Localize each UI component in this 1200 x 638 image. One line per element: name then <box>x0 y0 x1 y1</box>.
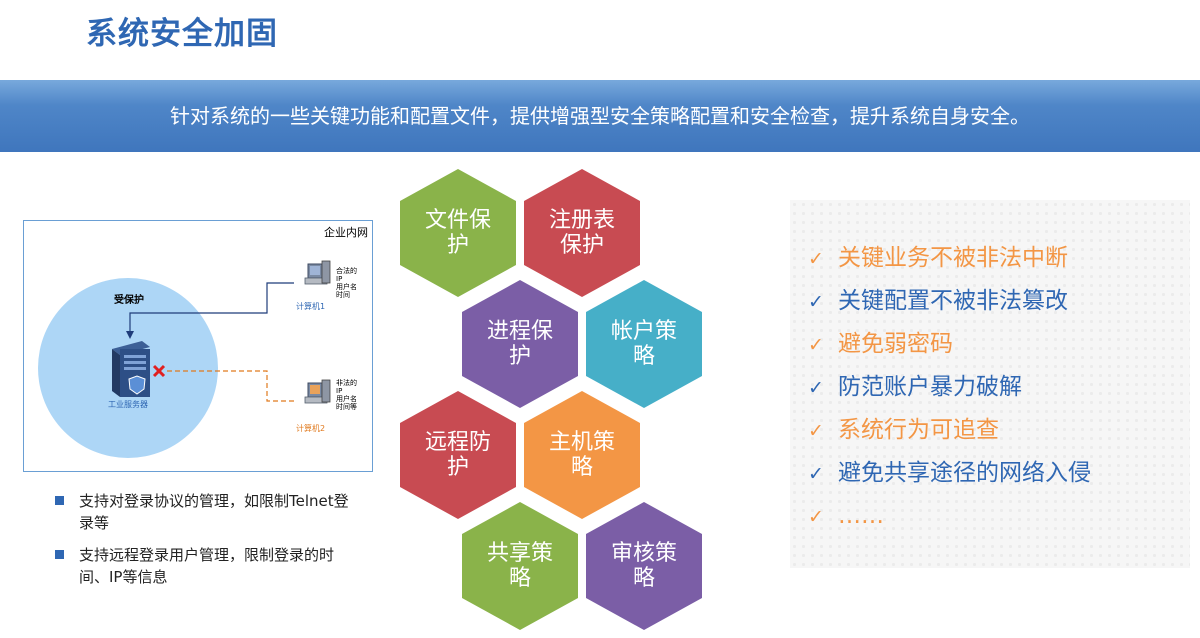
bullet-square-icon <box>55 496 64 505</box>
benefit-text: 避免弱密码 <box>838 331 953 357</box>
benefit-text: 关键配置不被非法篡改 <box>838 288 1068 314</box>
check-icon: ✓ <box>808 248 824 270</box>
benefit-item: ✓ 避免弱密码 <box>808 329 1091 372</box>
bullet-square-icon <box>55 550 64 559</box>
blocked-icon <box>152 364 166 378</box>
computer-2-icon <box>304 379 331 404</box>
pc2-label: 计算机2 <box>296 424 326 433</box>
check-icon: ✓ <box>808 334 824 356</box>
check-icon: ✓ <box>808 377 824 399</box>
hex-audit-policy: 审核策略 <box>586 502 702 630</box>
benefit-text: …… <box>838 503 884 529</box>
feature-bullets: 支持对登录协议的管理，如限制Telnet登录等 支持远程登录用户管理，限制登录的… <box>55 490 355 598</box>
world-map-background <box>790 200 1190 568</box>
benefit-text: 关键业务不被非法中断 <box>838 245 1068 271</box>
hex-registry-protection: 注册表保护 <box>524 169 640 297</box>
benefits-list: ✓ 关键业务不被非法中断 ✓ 关键配置不被非法篡改 ✓ 避免弱密码 ✓ 防范账户暴力破解… <box>808 243 1091 544</box>
network-diagram: 企业内网 受保护 工业服务器 合法的 IP 用户名 时间 计算机1 非法的 IP… <box>23 220 373 472</box>
computer-1-icon <box>304 260 331 285</box>
hex-remote-protection: 远程防护 <box>400 391 516 519</box>
pc2-info: 非法的 IP 用户名 时间等 <box>336 379 357 411</box>
pc1-info: 合法的 IP 用户名 时间 <box>336 267 357 299</box>
lan-label: 企业内网 <box>324 226 368 239</box>
benefit-item: ✓ 防范账户暴力破解 <box>808 372 1091 415</box>
check-icon: ✓ <box>808 291 824 313</box>
hex-share-policy: 共享策略 <box>462 502 578 630</box>
check-icon: ✓ <box>808 506 824 528</box>
hex-host-policy: 主机策略 <box>524 391 640 519</box>
protected-label: 受保护 <box>114 295 144 306</box>
benefit-text: 系统行为可追查 <box>838 417 999 443</box>
server-label: 工业服务器 <box>108 400 148 409</box>
server-icon <box>112 341 150 397</box>
check-icon: ✓ <box>808 420 824 442</box>
banner: 针对系统的一些关键功能和配置文件，提供增强型安全策略配置和安全检查，提升系统自身… <box>0 80 1200 152</box>
legal-connection-line <box>129 282 294 333</box>
diagram-graphics <box>112 260 331 404</box>
hex-process-protection: 进程保护 <box>462 280 578 408</box>
benefit-item: ✓ 系统行为可追查 <box>808 415 1091 458</box>
benefit-item: ✓ 关键业务不被非法中断 <box>808 243 1091 286</box>
check-icon: ✓ <box>808 463 824 485</box>
pc1-label: 计算机1 <box>296 302 326 311</box>
benefit-text: 防范账户暴力破解 <box>838 374 1022 400</box>
illegal-connection-line <box>166 370 294 402</box>
hex-account-policy: 帐户策略 <box>586 280 702 408</box>
bullet-item: 支持对登录协议的管理，如限制Telnet登录等 <box>55 490 355 534</box>
bullet-item: 支持远程登录用户管理，限制登录的时间、IP等信息 <box>55 544 355 588</box>
benefits-panel <box>790 200 1190 568</box>
benefit-text: 避免共享途径的网络入侵 <box>838 460 1091 486</box>
page-title: 系统安全加固 <box>86 16 278 52</box>
banner-text: 针对系统的一些关键功能和配置文件，提供增强型安全策略配置和安全检查，提升系统自身… <box>170 104 1030 128</box>
benefit-item: ✓ 避免共享途径的网络入侵 <box>808 458 1091 501</box>
hex-file-protection: 文件保护 <box>400 169 516 297</box>
benefit-item: ✓ …… <box>808 501 1091 544</box>
benefit-item: ✓ 关键配置不被非法篡改 <box>808 286 1091 329</box>
